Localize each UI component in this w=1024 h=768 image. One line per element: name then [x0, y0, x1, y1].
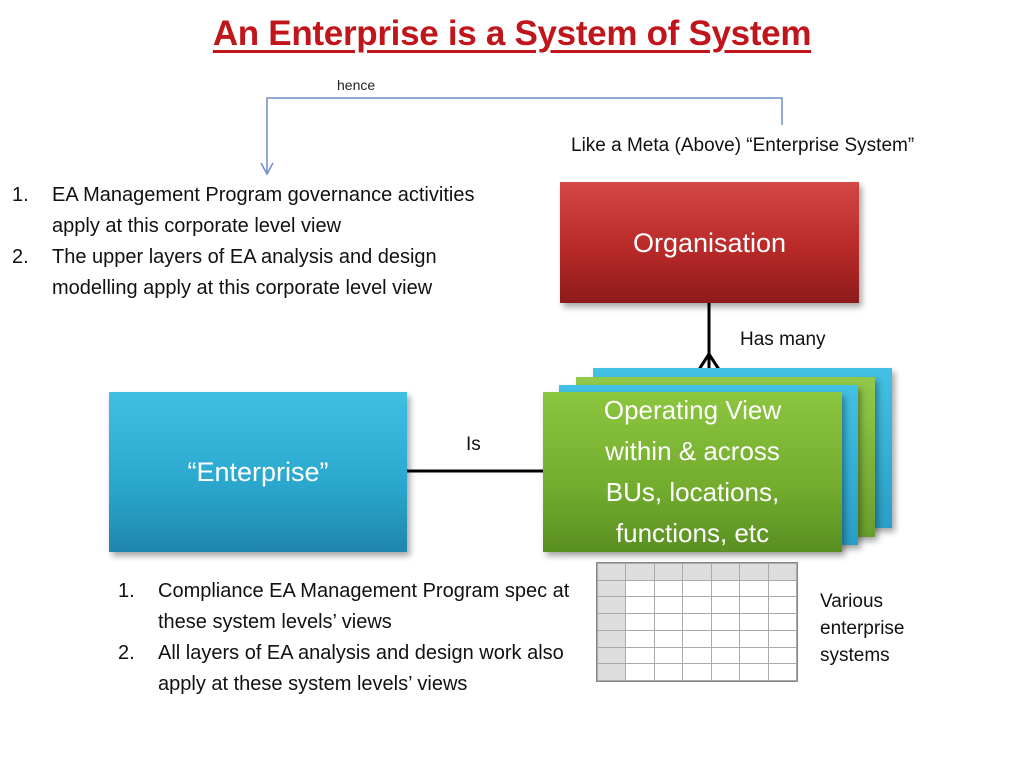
list-text: Compliance EA Management Program spec at… [158, 580, 570, 633]
hence-arrow [266, 97, 783, 172]
operating-view-label: Operating View within & across BUs, loca… [603, 395, 782, 548]
various-systems-label: Various enterprise systems [820, 591, 905, 666]
is-label: Is [466, 434, 481, 455]
list-number: 1. [118, 580, 135, 602]
hence-label: hence [337, 77, 376, 93]
list-number: 1. [12, 184, 29, 206]
organisation-label: Organisation [632, 228, 787, 258]
list-item: 2. All layers of EA analysis and design w… [118, 638, 588, 700]
has-many-label: Has many [740, 329, 826, 350]
list-number: 2. [118, 642, 135, 664]
list-item: 2. The upper layers of EA analysis and de… [12, 242, 522, 304]
enterprise-label: “Enterprise” [187, 456, 329, 487]
system-level-list: 1. Compliance EA Management Program spec … [118, 576, 588, 700]
enterprise-box: “Enterprise” [109, 392, 407, 552]
corporate-level-list: 1. EA Management Program governance activ… [12, 180, 522, 304]
operating-view-box: Operating View within & across BUs, loca… [543, 392, 842, 552]
hence-arrowhead [260, 162, 274, 176]
list-number: 2. [12, 246, 29, 268]
framework-grid [596, 563, 798, 681]
organisation-box: Organisation [560, 182, 859, 303]
meta-label: Like a Meta (Above) “Enterprise System” [571, 135, 915, 156]
list-text: EA Management Program governance activit… [52, 184, 475, 237]
list-text: The upper layers of EA analysis and desi… [52, 246, 437, 299]
list-item: 1. EA Management Program governance activ… [12, 180, 522, 242]
list-item: 1. Compliance EA Management Program spec … [118, 576, 588, 638]
framework-grid-thumbnail [596, 562, 798, 682]
page-title: An Enterprise is a System of System [212, 14, 812, 53]
list-text: All layers of EA analysis and design wor… [158, 642, 564, 695]
